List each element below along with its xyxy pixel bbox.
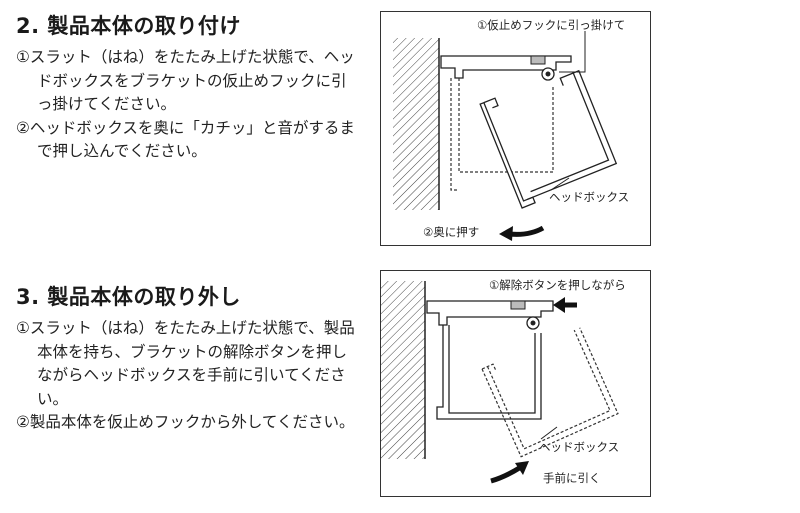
remove-steps: ①スラット（はね）をたたみ上げた状態で、製品本体を持ち、ブラケットの解除ボタンを… bbox=[16, 317, 361, 435]
remove-diagram-drawing: ①解除ボタンを押しながら ヘッドボックス 手前に引く bbox=[381, 278, 626, 485]
hook-tab bbox=[530, 55, 546, 65]
install-diagram-drawing: ①仮止めフックに引っ掛けて ヘッドボックス ②奥に押す bbox=[393, 18, 629, 241]
section-remove: 3. 製品本体の取り外し ①スラット（はね）をたたみ上げた状態で、製品本体を持ち… bbox=[0, 265, 800, 513]
remove-step-1: ①スラット（はね）をたたみ上げた状態で、製品本体を持ち、ブラケットの解除ボタンを… bbox=[16, 319, 355, 408]
release-button bbox=[510, 300, 526, 310]
callout-leader-part bbox=[550, 177, 570, 191]
wall-hatch bbox=[393, 38, 439, 210]
remove-diagram: ①解除ボタンを押しながら ヘッドボックス 手前に引く bbox=[380, 270, 651, 497]
button-arrow-head bbox=[553, 297, 565, 313]
install-diagram: ①仮止めフックに引っ掛けて ヘッドボックス ②奥に押す bbox=[380, 11, 651, 246]
section-remove-title: 3. 製品本体の取り外し bbox=[16, 285, 241, 309]
callout-hook: ①仮止めフックに引っ掛けて bbox=[477, 18, 625, 32]
push-arrow-head bbox=[499, 226, 513, 241]
pull-arrow-head bbox=[515, 461, 529, 475]
callout-release: ①解除ボタンを押しながら bbox=[489, 278, 626, 292]
install-step-2: ②ヘッドボックスを奥に「カチッ」と音がするまで押し込んでください。 bbox=[16, 118, 355, 161]
push-arrow-shaft bbox=[508, 225, 545, 237]
section-install-title: 2. 製品本体の取り付け bbox=[16, 14, 241, 38]
hook-pivot-center bbox=[530, 320, 536, 326]
headbox-tilted bbox=[479, 69, 618, 209]
wall-hatch bbox=[381, 281, 425, 459]
headbox-installed bbox=[436, 325, 542, 420]
headbox-pulled bbox=[481, 327, 619, 458]
callout-headbox: ヘッドボックス bbox=[549, 190, 629, 204]
install-step-1: ①スラット（はね）をたたみ上げた状態で、ヘッドボックスをブラケットの仮止めフック… bbox=[16, 48, 355, 113]
headbox-installed-inner bbox=[448, 325, 536, 414]
callout-pull: 手前に引く bbox=[543, 471, 601, 485]
headbox-final-lip bbox=[450, 78, 459, 191]
pull-arrow-shaft bbox=[490, 464, 523, 484]
callout-push: ②奥に押す bbox=[423, 225, 479, 239]
section-install: 2. 製品本体の取り付け ①スラット（はね）をたたみ上げた状態で、ヘッドボックス… bbox=[0, 0, 800, 250]
hook-pivot-center bbox=[545, 71, 551, 77]
callout-headbox: ヘッドボックス bbox=[539, 440, 619, 454]
callout-leader-top bbox=[559, 31, 586, 73]
remove-step-2: ②製品本体を仮止めフックから外してください。 bbox=[16, 413, 355, 431]
callout-leader-part bbox=[540, 426, 558, 440]
install-steps: ①スラット（はね）をたたみ上げた状態で、ヘッドボックスをブラケットの仮止めフック… bbox=[16, 46, 361, 164]
headbox-final-outline bbox=[458, 78, 554, 173]
